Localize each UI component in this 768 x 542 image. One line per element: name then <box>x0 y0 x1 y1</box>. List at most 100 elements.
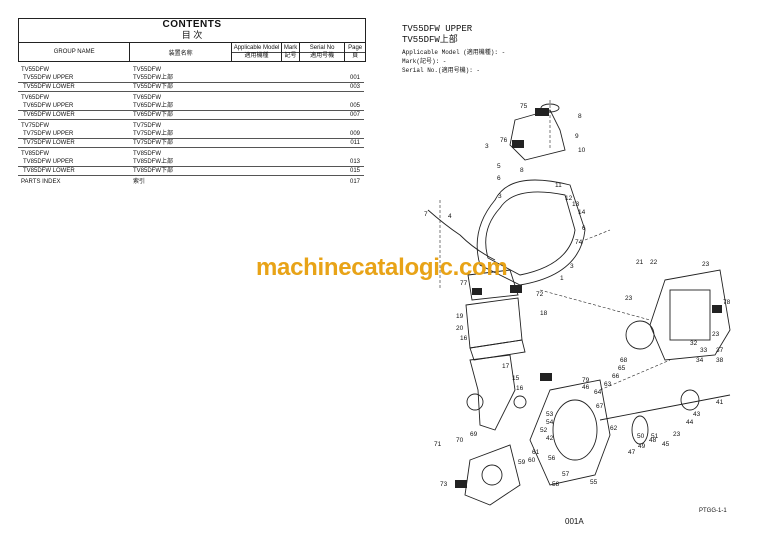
callout: 20 <box>456 325 464 332</box>
callout: 50 <box>637 433 645 440</box>
callout: 51 <box>651 433 659 440</box>
callout: 77 <box>460 280 468 287</box>
page-number: 001A <box>565 517 584 526</box>
callout: 64 <box>594 389 602 396</box>
callout: 69 <box>470 431 478 438</box>
callout: 76 <box>500 137 508 144</box>
hatched-block-77 <box>472 288 482 295</box>
callout: 45 <box>662 441 670 448</box>
callout: 34 <box>696 357 704 364</box>
callout: 32 <box>690 340 698 347</box>
callout: 21 <box>636 259 644 266</box>
model-info: Applicable Model (適用機種): - Mark(記号): - S… <box>402 49 506 74</box>
callout: 11 <box>555 182 562 189</box>
callout: 44 <box>686 419 694 426</box>
callout: 23 <box>712 331 720 338</box>
callout: 3 <box>485 143 489 150</box>
callout: 55 <box>590 479 598 486</box>
callout: 23 <box>702 261 710 268</box>
callout: 72 <box>536 291 544 298</box>
callout: 9 <box>575 133 579 140</box>
hatched-block-78 <box>712 305 722 313</box>
callout: 3 <box>498 193 502 200</box>
callout: 15 <box>512 375 520 382</box>
callout: 10 <box>578 147 586 154</box>
callout: 58 <box>552 481 560 488</box>
callout: 37 <box>716 347 724 354</box>
callout: 14 <box>578 209 586 216</box>
col-group-name: GROUP NAME <box>19 43 131 61</box>
callout: 22 <box>650 259 658 266</box>
callout: 19 <box>456 313 464 320</box>
callout: 62 <box>610 425 618 432</box>
callout: 1 <box>560 275 564 282</box>
col-mark: Mark 記号 <box>282 43 300 61</box>
hatched-block-72 <box>510 285 522 293</box>
callout: 43 <box>693 411 701 418</box>
col-serial: Serial No 適用号機 <box>299 43 346 61</box>
callout: 38 <box>716 357 724 364</box>
callout: 6 <box>582 225 586 232</box>
hatched-block-79 <box>540 373 552 381</box>
callout: 60 <box>528 457 536 464</box>
contents-table: CONTENTS 目 次 GROUP NAME 装置名称 Applicable … <box>18 18 366 62</box>
frame <box>476 179 586 286</box>
contents-subtitle: 目 次 <box>19 30 365 43</box>
callout: 41 <box>716 399 724 406</box>
callout: 7 <box>424 211 428 218</box>
callout: 54 <box>546 419 554 426</box>
callout: 59 <box>518 459 526 466</box>
callout: 56 <box>548 455 556 462</box>
callout: 71 <box>434 441 442 448</box>
fuel-tank <box>509 109 566 161</box>
col-page: Page 頁 <box>345 43 365 61</box>
callout: 57 <box>562 471 570 478</box>
callout: 13 <box>572 201 580 208</box>
callout: 68 <box>620 357 628 364</box>
bracket <box>469 354 516 431</box>
callout: 47 <box>628 449 636 456</box>
col-device-name: 装置名称 <box>130 43 232 61</box>
callout: 17 <box>502 363 510 370</box>
callout: 75 <box>520 103 528 110</box>
gear-case <box>529 379 611 486</box>
watermark: machinecatalogic.com <box>256 254 508 281</box>
hatched-block-76 <box>512 140 524 148</box>
callout: 12 <box>565 195 573 202</box>
callout: 66 <box>612 373 620 380</box>
callout: 61 <box>532 449 540 456</box>
contents-column-headers: GROUP NAME 装置名称 Applicable Model 適用機種 Ma… <box>19 43 365 61</box>
callout: 18 <box>540 310 548 317</box>
cover-plate <box>464 444 521 506</box>
callout: 33 <box>700 347 708 354</box>
callout: 16 <box>516 385 524 392</box>
exploded-parts-diagram: 75 8 76 3 9 10 5 6 8 11 12 13 14 3 4 7 6… <box>424 100 731 506</box>
callout: 16 <box>460 335 468 342</box>
callout: 74 <box>575 239 583 246</box>
contents-title: CONTENTS <box>162 19 222 30</box>
callout: 6 <box>497 175 501 182</box>
callout: 52 <box>540 427 548 434</box>
callout: 8 <box>520 167 524 174</box>
callout: 70 <box>456 437 464 444</box>
col-applicable-model: Applicable Model 適用機種 <box>231 43 283 61</box>
callout: 23 <box>673 431 681 438</box>
callout: 65 <box>618 365 626 372</box>
callout: 46 <box>582 384 590 391</box>
hatched-block-73 <box>455 480 467 488</box>
callout: 23 <box>625 295 633 302</box>
callout: 73 <box>440 481 448 488</box>
